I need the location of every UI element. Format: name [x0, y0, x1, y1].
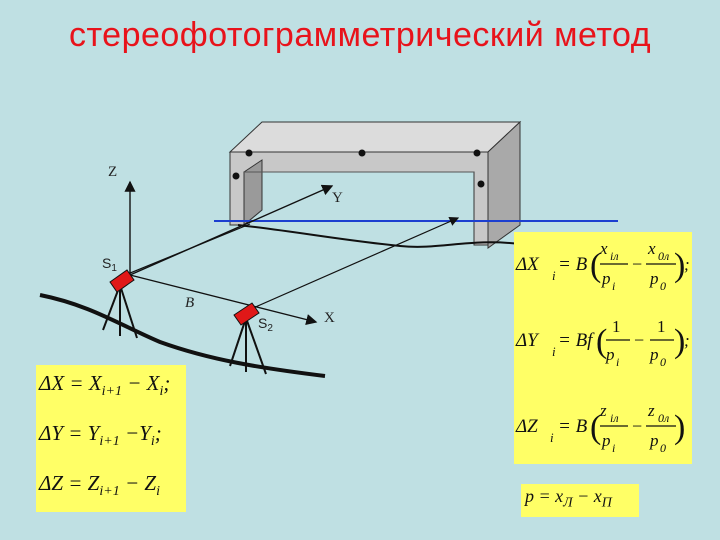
paren-left: (	[590, 247, 601, 284]
dy-den1-sub: i	[616, 355, 619, 369]
dy-lhs-sub: i	[552, 344, 556, 359]
dx-num1-sub: iл	[610, 249, 619, 263]
dz-num2: z	[647, 401, 655, 420]
camera-s2	[229, 302, 267, 375]
dz-den1: p	[601, 431, 611, 450]
paren-left: (	[590, 409, 601, 446]
dy-eq: = Bf	[558, 330, 595, 351]
formula-parallax: p = xЛ − xП	[525, 486, 612, 511]
formula-delta-y: ΔY = Yi+1 −Yi;	[39, 421, 162, 450]
dx-lhs: ΔX	[515, 254, 540, 275]
tripod-leg	[245, 317, 267, 375]
axis-y-line	[129, 184, 334, 276]
control-point	[245, 149, 253, 157]
dz-den2-sub: 0	[660, 441, 666, 455]
tripod-leg	[229, 317, 247, 367]
dx-lhs-sub: i	[552, 268, 556, 283]
bridge	[228, 120, 522, 249]
ray-s2	[243, 216, 460, 313]
dy-num2: 1	[657, 317, 666, 336]
dx-den1: p	[601, 269, 611, 288]
dx-den2: p	[649, 269, 659, 288]
camera-icon	[233, 302, 260, 326]
baseline-label: B	[185, 295, 194, 311]
dz-den1-sub: i	[612, 441, 615, 455]
control-point	[232, 172, 240, 180]
dz-num2-sub: 0л	[658, 411, 669, 425]
dz-eq: = B	[558, 416, 588, 437]
formula-delta-x: ΔX = Xi+1 − Xi;	[39, 371, 171, 400]
dx-den2-sub: 0	[660, 279, 666, 293]
coordinate-increment-formulas: ΔX = Xi+1 − Xi; ΔY = Yi+1 −Yi; ΔZ = Zi+1…	[36, 365, 186, 512]
formula-svg: ΔX i = B ( x iл p i − x 0л p 0 ) ; ΔY i	[515, 239, 690, 455]
stereo-coordinate-formulas: ΔX i = B ( x iл p i − x 0л p 0 ) ; ΔY i	[514, 232, 692, 464]
dx-eq: = B	[558, 254, 588, 275]
axis-y-label: Y	[332, 190, 343, 206]
bridge-top-face	[228, 121, 522, 153]
dy-num1: 1	[612, 317, 621, 336]
dz-lhs: ΔZ	[515, 416, 538, 437]
dz-den2: p	[649, 431, 659, 450]
paren-right: )	[674, 323, 685, 360]
dx-num2-sub: 0л	[658, 249, 669, 263]
formula-delta-z: ΔZ = Zi+1 − Zi	[39, 471, 160, 500]
dx-num1: x	[599, 239, 608, 258]
station-1-label: S1	[102, 255, 117, 274]
dy-den2: p	[649, 345, 659, 364]
dx-end: ;	[684, 255, 690, 274]
ray-s1	[117, 223, 251, 279]
dy-end: ;	[684, 331, 690, 350]
control-point	[473, 149, 481, 157]
dy-minus: −	[634, 330, 644, 350]
dz-num1-sub: iл	[610, 411, 619, 425]
paren-right: )	[674, 409, 685, 446]
dz-num1: z	[599, 401, 607, 420]
dx-den1-sub: i	[612, 279, 615, 293]
camera-s1	[102, 269, 138, 339]
dy-den2-sub: 0	[660, 355, 666, 369]
station-2-label: S2	[258, 315, 273, 334]
control-point	[358, 149, 366, 157]
camera-icon	[109, 269, 135, 293]
terrain-lower	[39, 293, 326, 378]
bridge-left-pier-side	[243, 159, 263, 227]
dy-den1: p	[605, 345, 615, 364]
axis-x-line	[129, 274, 318, 326]
tripod-leg	[102, 284, 121, 331]
axis-x-label: X	[324, 310, 335, 326]
slide-title: стереофотограмметрический метод	[68, 16, 652, 54]
dz-minus: −	[632, 416, 642, 436]
control-point	[477, 180, 485, 188]
dx-minus: −	[632, 254, 642, 274]
bridge-front-face	[229, 151, 489, 246]
parallax-formula: p = xЛ − xП	[521, 484, 639, 517]
paren-right: )	[674, 247, 685, 284]
dz-lhs-sub: i	[550, 430, 554, 445]
dx-num2: x	[647, 239, 656, 258]
axis-z-label: Z	[108, 164, 117, 180]
paren-left: (	[596, 323, 607, 360]
tripod-leg	[119, 284, 138, 339]
dy-lhs: ΔY	[515, 330, 540, 351]
